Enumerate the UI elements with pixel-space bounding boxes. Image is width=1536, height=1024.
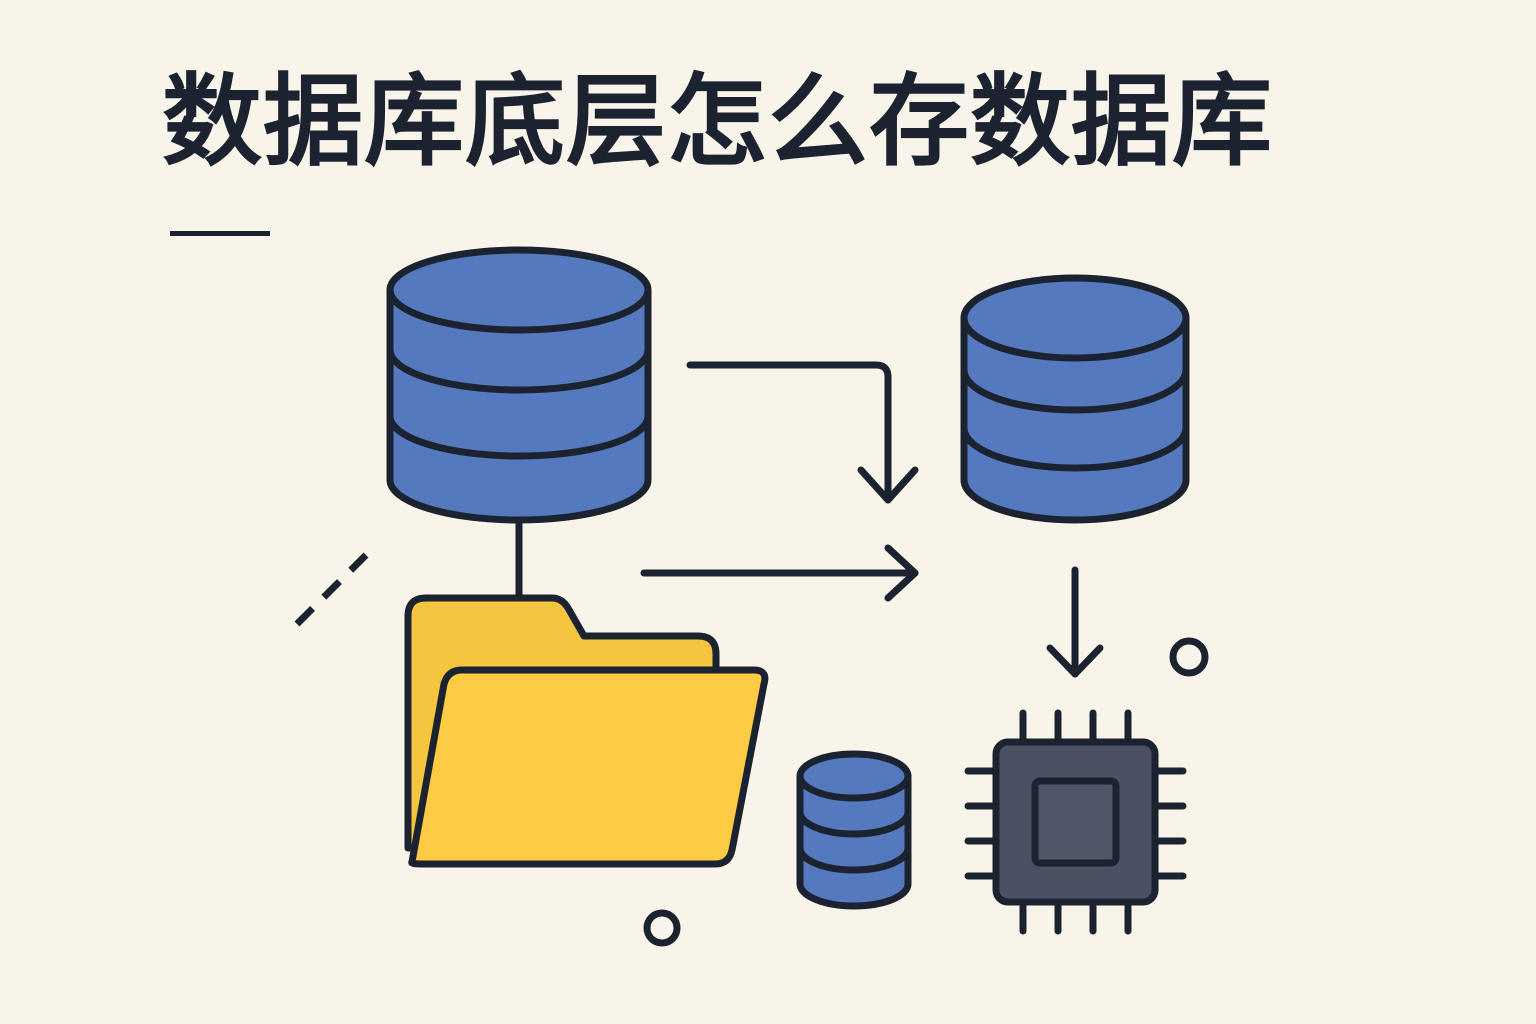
arrow-right-icon bbox=[640, 544, 919, 602]
dashed-line bbox=[294, 552, 369, 627]
elbow-arrow-icon bbox=[686, 361, 919, 504]
folder-icon bbox=[404, 594, 769, 868]
title-underline bbox=[170, 231, 270, 236]
right-database-icon bbox=[960, 274, 1190, 524]
arrow-down-icon bbox=[1046, 566, 1104, 678]
small-database-icon bbox=[796, 750, 912, 910]
page-title: 数据库底层怎么存数据库 bbox=[162, 63, 1273, 180]
decorative-circle bbox=[1169, 637, 1209, 677]
large-database-icon bbox=[386, 246, 652, 524]
decorative-circle bbox=[643, 909, 681, 947]
cpu-chip-icon bbox=[964, 709, 1187, 935]
